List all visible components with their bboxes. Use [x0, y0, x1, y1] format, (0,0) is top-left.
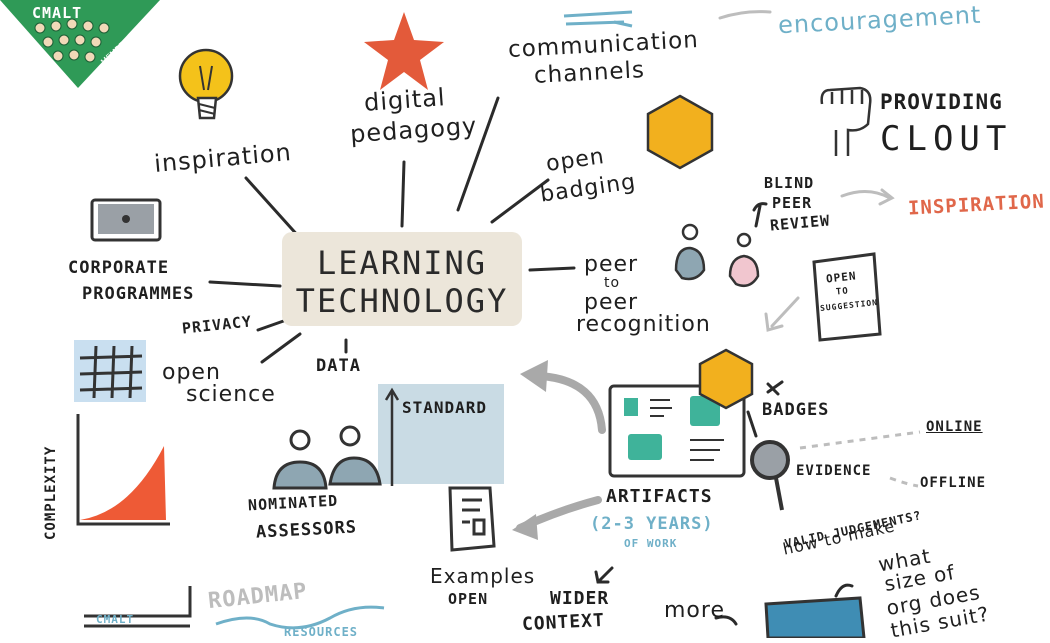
blue-strokes: [563, 10, 633, 28]
label-artifacts: ARTIFACTS: [606, 486, 713, 507]
label-wider: WIDER: [550, 588, 610, 609]
label-evidence: EVIDENCE: [796, 463, 872, 479]
magnifier-icon: [750, 440, 790, 511]
label-blind: BLIND: [764, 174, 815, 192]
center-line-2: TECHNOLOGY: [295, 282, 509, 320]
lightbulb-icon: [178, 48, 234, 120]
blue-box-icon: [764, 596, 866, 638]
artifacts-board: [608, 384, 746, 478]
dashed-connectors: [799, 430, 921, 488]
label-badges: BADGES: [762, 400, 830, 420]
label-providing: PROVIDING: [880, 90, 1003, 114]
label-standard: STANDARD: [402, 398, 488, 417]
cmalt-badge: [0, 0, 160, 88]
label-complexity: COMPLEXITY: [43, 445, 59, 540]
mindmap-lines: [208, 96, 854, 626]
complexity-chart-icon: [76, 414, 170, 526]
label-cmalt-small: CMALT: [96, 613, 135, 626]
label-more: more: [664, 598, 725, 623]
roadmap-line: [84, 586, 192, 628]
label-open-science-1: open: [162, 360, 221, 385]
label-programmes: PROGRAMMES: [82, 284, 195, 304]
label-peer-rec-1: peer: [584, 252, 639, 277]
label-peer-rec-3: peer: [584, 290, 639, 315]
badge-hexagon-icon: [698, 348, 754, 410]
laptop-icon: [90, 198, 162, 242]
badge-title: CMALT: [32, 4, 83, 22]
center-line-1: LEARNING: [316, 244, 488, 282]
thin-gray-arrows: [718, 10, 895, 332]
label-digital: digital: [363, 83, 447, 117]
center-node: LEARNING TECHNOLOGY: [282, 232, 522, 326]
label-offline: OFFLINE: [920, 475, 987, 491]
grid-icon: [74, 340, 146, 402]
fist-icon: [820, 86, 872, 156]
label-open-science-2: science: [186, 382, 276, 407]
roadmap-squiggle: [215, 605, 385, 630]
label-open-sign-2: TO: [835, 286, 850, 298]
label-open-examples: OPEN: [448, 590, 489, 608]
assessors-icon: [272, 425, 382, 490]
label-clout: CLOUT: [880, 119, 1013, 159]
label-examples: Examples: [430, 564, 536, 588]
open-sign-icon: [812, 252, 882, 342]
standard-box: [378, 384, 504, 486]
document-icon: [448, 486, 496, 552]
label-years: (2-3 YEARS): [590, 514, 714, 534]
label-peer-rec-4: recognition: [576, 312, 711, 337]
label-open-sign-1: OPEN: [825, 269, 858, 286]
label-of-work: OF WORK: [624, 537, 678, 550]
label-channels: channels: [533, 57, 646, 89]
label-online: ONLINE: [926, 419, 983, 435]
hexagon-icon: [646, 94, 714, 170]
label-resources: RESOURCES: [284, 625, 359, 639]
label-peer: PEER: [772, 194, 813, 212]
arrow-heads: [512, 360, 548, 540]
star-icon: [364, 12, 444, 90]
label-context: CONTEXT: [521, 609, 606, 636]
label-data: DATA: [316, 356, 361, 376]
label-corporate: CORPORATE: [68, 258, 170, 278]
label-peer-rec-2: to: [604, 275, 621, 291]
peer-figures-icon: [674, 223, 760, 287]
arrow-connectors: [516, 372, 606, 532]
